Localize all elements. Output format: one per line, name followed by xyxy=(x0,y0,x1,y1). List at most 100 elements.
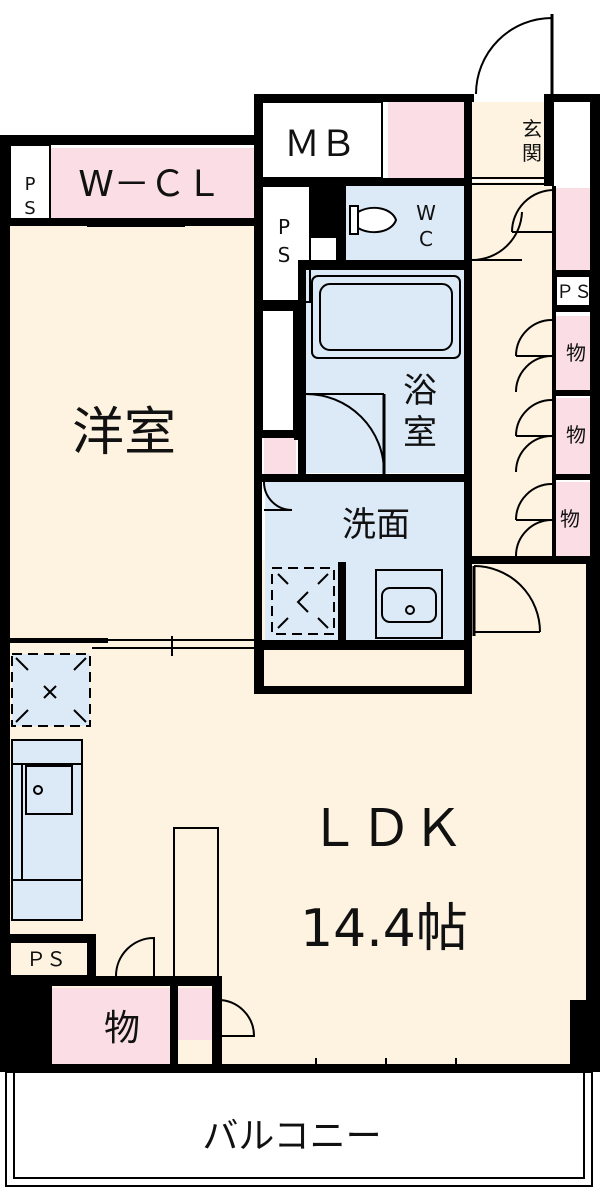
washing-machine-mark xyxy=(277,573,329,629)
wall-top-mid xyxy=(254,94,474,102)
ps-mid-label-2: S xyxy=(278,243,291,267)
island-counter xyxy=(173,827,219,981)
bedroom-floor xyxy=(8,225,256,640)
mid-white-box xyxy=(261,309,295,433)
wc-label-2: C xyxy=(419,227,433,251)
balcony-outline xyxy=(5,1071,593,1187)
wall-top-left xyxy=(0,135,258,145)
wall-mb-bottom xyxy=(262,178,472,186)
wall-ps-right-top xyxy=(554,270,590,276)
wash-basin-drain xyxy=(405,605,415,615)
wall-mid-mid xyxy=(262,430,298,438)
storage-fills xyxy=(50,102,590,1064)
storage-door-arc xyxy=(115,936,155,977)
storage-bottom xyxy=(52,988,172,1064)
closet-storage-1 xyxy=(556,316,590,390)
wall-right xyxy=(590,94,600,564)
fixtures xyxy=(5,14,593,1187)
bathtub-outer xyxy=(311,275,461,359)
ps-right-label: ＰＳ xyxy=(556,282,592,303)
wall-notch-left xyxy=(254,640,264,694)
wall-bottom xyxy=(0,1064,600,1072)
wall-right-bottom xyxy=(570,1000,600,1072)
mb-box xyxy=(261,101,383,179)
storage-hall-small xyxy=(264,436,296,474)
wall-notch-right xyxy=(464,640,472,694)
ps-mid-box xyxy=(261,185,311,303)
wall-bedroom-bottom xyxy=(8,638,108,643)
closet-label-3: 物 xyxy=(560,507,580,531)
toilet xyxy=(349,205,398,235)
wall-ps-block xyxy=(310,186,346,238)
entrance-floor xyxy=(472,102,544,180)
ps-mid-label-1: P xyxy=(278,215,290,239)
wcl-label: W－ＣＬ xyxy=(78,164,222,205)
closet-door-1 xyxy=(515,319,553,393)
hallway-floor xyxy=(472,182,554,572)
ps-bottom-left-label: ＰＳ xyxy=(26,947,66,971)
closet-storage-2 xyxy=(556,398,590,474)
wc-door-arc xyxy=(471,211,523,262)
mb-label: ＭＢ xyxy=(284,124,356,165)
wall-closet-left xyxy=(552,186,556,560)
washroom-label: 洗面 xyxy=(342,505,410,545)
kitchen-sink-drain xyxy=(33,785,43,795)
entrance-label-2: 関 xyxy=(522,141,542,165)
storage-near-mb xyxy=(388,102,466,180)
bathtub-inner xyxy=(319,283,453,351)
wall-closet-div-1 xyxy=(554,390,590,396)
kitchen-counter-top xyxy=(11,739,83,765)
storage-bottom-label: 物 xyxy=(104,1008,140,1049)
closet-storage-3 xyxy=(556,482,590,558)
wall-top-right xyxy=(544,94,600,102)
wcl-window xyxy=(87,219,185,227)
ps-right-box xyxy=(555,275,591,307)
wall-right-lower xyxy=(586,560,600,1004)
wall-ps-bottom-right xyxy=(88,934,96,978)
labels: W－ＣＬ ＭＢ 玄 関 W C 洋室 浴 室 洗面 ＬＤＫ 14.4帖 バルコニ… xyxy=(24,117,592,1157)
walls xyxy=(0,94,600,1072)
wall-mid-top xyxy=(262,300,300,310)
hall-door-arc xyxy=(511,189,555,233)
wash-basin-inner xyxy=(381,587,437,623)
ldk-notch-floor xyxy=(262,656,472,688)
wall-storage-mid xyxy=(170,980,178,1072)
wall-ps-right-bot xyxy=(554,306,590,312)
ps-bottom-box xyxy=(9,941,89,977)
balcony-label: バルコニー xyxy=(202,1116,381,1157)
closet-label-2: 物 xyxy=(566,423,586,447)
wall-closet-div-2 xyxy=(554,474,590,480)
wc-label-1: W xyxy=(416,201,436,225)
wall-notch-bottom xyxy=(254,686,472,694)
wall-hall-left xyxy=(464,102,472,690)
kitchen-counter-bottom xyxy=(11,879,83,921)
storage-bottom-small xyxy=(178,988,214,1040)
wall-ps-bottom-top xyxy=(0,934,96,942)
wall-wcl-bottom xyxy=(8,218,258,226)
closet-door-3 xyxy=(515,483,553,557)
wall-left xyxy=(0,135,10,1070)
wcl-area xyxy=(50,148,254,218)
closet-door-2 xyxy=(515,399,553,473)
ps-top-left-label-2: S xyxy=(24,198,35,219)
wall-storage-top xyxy=(0,976,222,986)
wall-mid-left-inner xyxy=(294,300,302,440)
wall-closet-bottom xyxy=(472,556,590,564)
wash-door-arc xyxy=(263,481,293,511)
bath-label-1: 浴 xyxy=(403,371,437,411)
bath-door-arc xyxy=(305,393,385,473)
ldk-label: ＬＤＫ xyxy=(308,799,464,859)
wall-bath-bottom xyxy=(262,474,472,482)
wall-wash-divider xyxy=(338,562,346,642)
entrance-label-1: 玄 xyxy=(522,117,542,141)
ps-top-left-box xyxy=(9,144,51,220)
ldk-size-label: 14.4帖 xyxy=(300,899,468,959)
kitchen-sink xyxy=(25,765,73,815)
wall-bath-top xyxy=(298,260,472,270)
storage-right-top xyxy=(556,188,590,272)
closet-label-1: 物 xyxy=(566,341,586,365)
entrance-door-arc xyxy=(475,17,553,95)
bedroom-label: 洋室 xyxy=(72,403,176,463)
wall-wash-bottom xyxy=(254,640,472,650)
